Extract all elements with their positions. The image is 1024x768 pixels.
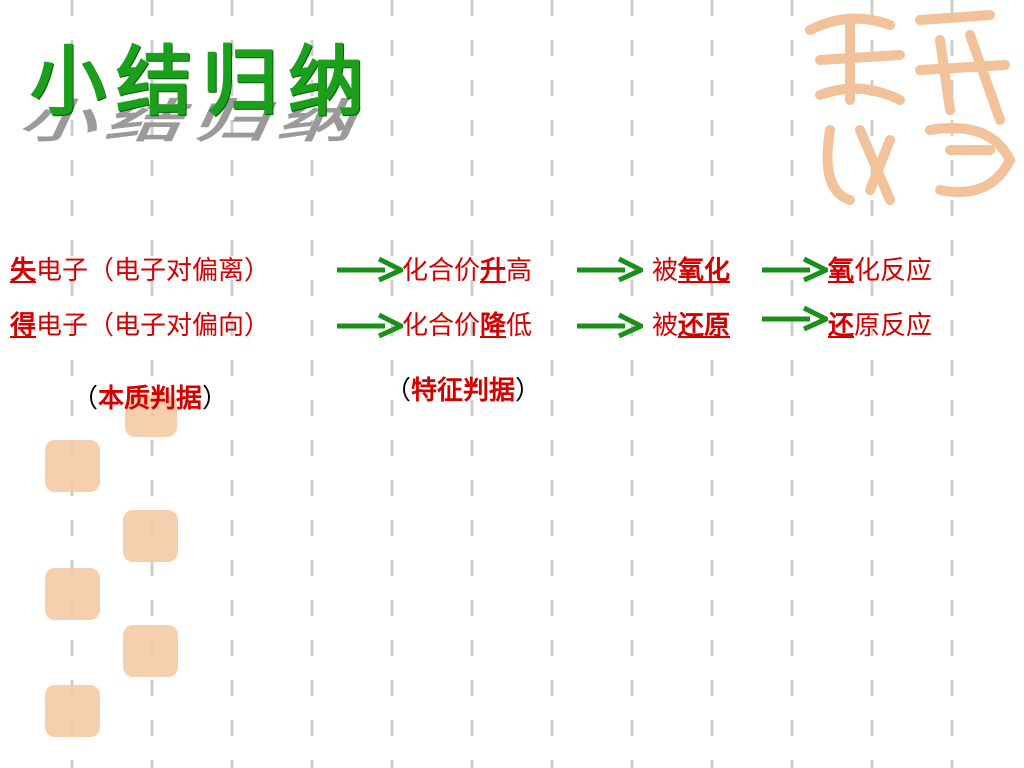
text: 电子（电子对偏向） [36, 311, 271, 341]
text: 化合价 [402, 256, 481, 286]
note-label: 本质判据 [98, 384, 203, 414]
text: 被 [652, 256, 679, 286]
arrow-icon [577, 312, 643, 338]
arrow-icon [337, 312, 403, 338]
keyword-oxidized: 氧化 [678, 256, 731, 286]
keyword-gain: 得 [10, 311, 37, 341]
arrow-icon [577, 256, 643, 282]
keyword-reduced: 还原 [678, 311, 731, 341]
text: （ [72, 384, 99, 414]
row-oxidation-part3: 被氧化 [652, 250, 730, 287]
keyword-oxy: 氧 [828, 256, 855, 286]
text: 原反应 [854, 311, 933, 341]
keyword-fall: 降 [480, 311, 507, 341]
text: ） [202, 384, 229, 414]
text: 电子（电子对偏离） [36, 256, 271, 286]
text: 低 [506, 311, 533, 341]
text: 化合价 [402, 311, 481, 341]
seal-decoration-small [45, 685, 100, 737]
note-label: 特征判据 [411, 376, 516, 406]
text: 被 [652, 311, 679, 341]
seal-decoration-small [123, 625, 178, 677]
row-reduction-part4: 还原反应 [828, 305, 932, 342]
seal-decoration-small [45, 568, 100, 620]
arrow-icon [762, 305, 828, 331]
row-reduction-part3: 被还原 [652, 305, 730, 342]
seal-decoration-small [45, 440, 100, 492]
text: （ [385, 376, 412, 406]
note-essential-criterion: （本质判据） [72, 378, 228, 415]
row-oxidation-part4: 氧化反应 [828, 250, 932, 287]
row-oxidation-part2: 化合价升高 [402, 250, 532, 287]
text: 高 [506, 256, 533, 286]
row-reduction-part2: 化合价降低 [402, 305, 532, 342]
text: 化反应 [854, 256, 933, 286]
seal-decoration-large [805, 10, 1016, 205]
note-feature-criterion: （特征判据） [385, 370, 541, 407]
seal-decoration-small [125, 395, 177, 437]
row-reduction-part1: 得电子（电子对偏向） [10, 305, 270, 342]
seal-decoration-small [123, 510, 178, 562]
row-oxidation-part1: 失电子（电子对偏离） [10, 250, 270, 287]
keyword-rise: 升 [480, 256, 507, 286]
arrow-icon [337, 256, 403, 282]
arrow-icon [762, 256, 828, 282]
text: ） [515, 376, 542, 406]
page-title: 小结归纳 [30, 37, 374, 126]
keyword-lose: 失 [10, 256, 37, 286]
keyword-re: 还 [828, 311, 855, 341]
